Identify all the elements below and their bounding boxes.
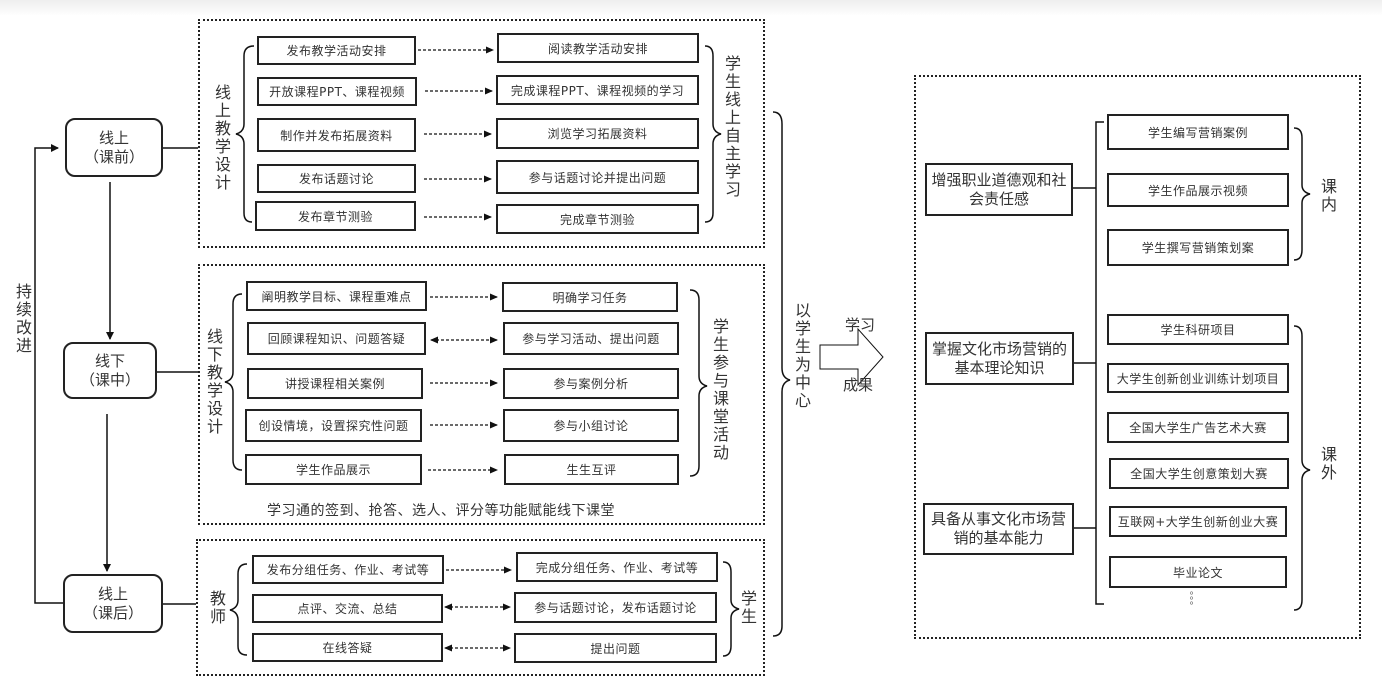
pre-student-item: 参与话题讨论并提出问题 — [496, 160, 699, 194]
panel-outcomes — [914, 75, 1361, 639]
top-shade — [0, 0, 1382, 16]
panel-in-student-label: 学生参与课堂活动 — [710, 318, 729, 462]
goal-box: 增强职业道德观和社会责任感 — [925, 163, 1073, 216]
big-arrow-bottom-label: 成果 — [843, 376, 874, 394]
in-teacher-item: 讲授课程相关案例 — [247, 368, 423, 399]
more-items-ellipsis: 。。。 — [1181, 591, 1192, 611]
in-class-label: 课内 — [1318, 178, 1337, 214]
in-class-item: 学生作品展示视频 — [1107, 173, 1289, 207]
out-class-item: 学生科研项目 — [1107, 314, 1289, 345]
goal-box: 具备从事文化市场营销的基本能力 — [923, 503, 1074, 555]
brace-in-teacher — [224, 293, 243, 471]
pre-student-item: 浏览学习拓展资料 — [496, 118, 699, 149]
out-class-item: 全国大学生创意策划大赛 — [1109, 458, 1289, 489]
panel-in-caption: 学习通的签到、抢答、选人、评分等功能赋能线下课堂 — [267, 503, 615, 519]
post-teacher-item: 点评、交流、总结 — [252, 594, 443, 623]
in-teacher-item: 学生作品展示 — [245, 454, 422, 485]
big-arrow-top-label: 学习 — [845, 316, 876, 334]
post-student-item: 提出问题 — [514, 633, 717, 663]
brace-center — [772, 111, 791, 637]
brace-out-class — [1293, 325, 1311, 611]
in-teacher-item: 回顾课程知识、问题答疑 — [247, 322, 426, 355]
pre-teacher-item: 开放课程PPT、课程视频 — [257, 77, 417, 106]
panel-pre-class — [198, 19, 765, 248]
panel-post-class — [196, 539, 765, 676]
brace-post-teacher — [229, 563, 248, 656]
pre-student-item: 阅读教学活动安排 — [497, 33, 699, 63]
brace-pre-teacher — [235, 45, 255, 223]
out-class-label: 课外 — [1318, 446, 1337, 482]
phase-post-class: 线上 （课后） — [63, 574, 163, 633]
phase-post-class-line2: （课后） — [82, 603, 143, 622]
panel-in-teacher-label: 线下教学设计 — [204, 328, 223, 436]
phase-pre-class: 线上 （课前） — [65, 118, 163, 177]
pre-teacher-item: 发布话题讨论 — [257, 164, 416, 193]
phase-post-class-line1: 线上 — [97, 584, 128, 603]
panel-post-teacher-label: 教师 — [207, 590, 226, 626]
panel-post-student-label: 学生 — [738, 590, 757, 626]
phase-in-class-line1: 线下 — [94, 351, 125, 370]
out-class-item: 全国大学生广告艺术大赛 — [1107, 412, 1289, 443]
panel-pre-student-label: 学生线上自主学习 — [722, 55, 741, 199]
brace-in-student — [689, 289, 708, 477]
pre-teacher-item: 制作并发布拓展资料 — [257, 118, 416, 152]
pre-student-item: 完成章节测验 — [496, 204, 699, 234]
in-class-item: 学生编写营销案例 — [1107, 114, 1289, 150]
post-student-item: 完成分组任务、作业、考试等 — [516, 552, 718, 582]
phase-in-class: 线下 （课中） — [63, 342, 157, 399]
pre-student-item: 完成课程PPT、课程视频的学习 — [496, 75, 699, 105]
pre-teacher-item: 发布章节测验 — [255, 201, 416, 231]
out-class-item: 互联网+大学生创新创业大赛 — [1109, 506, 1287, 537]
in-student-item: 参与学习活动、提出问题 — [503, 322, 679, 355]
pre-teacher-item: 发布教学活动安排 — [257, 36, 416, 65]
big-arrow-icon — [819, 327, 884, 387]
post-teacher-item: 在线答疑 — [252, 633, 443, 662]
panel-pre-teacher-label: 线上教学设计 — [212, 84, 231, 192]
in-class-item: 学生撰写营销策划案 — [1107, 229, 1289, 266]
phase-pre-class-line1: 线上 — [98, 128, 129, 147]
in-student-item: 明确学习任务 — [502, 282, 678, 312]
in-student-item: 参与案例分析 — [503, 368, 679, 399]
post-student-item: 参与话题讨论，发布话题讨论 — [514, 592, 717, 623]
brace-in-class — [1293, 127, 1311, 261]
panel-in-class — [198, 264, 765, 525]
goal-box: 掌握文化市场营销的基本理论知识 — [925, 332, 1074, 385]
in-student-item: 参与小组讨论 — [503, 409, 679, 442]
brace-pre-student — [704, 45, 722, 223]
phase-pre-class-line2: （课前） — [83, 147, 144, 166]
in-teacher-item: 创设情境，设置探究性问题 — [245, 409, 422, 442]
center-label: 以学生为中心 — [792, 302, 811, 410]
in-teacher-item: 阐明教学目标、课程重难点 — [246, 281, 427, 311]
out-class-item: 毕业论文 — [1109, 556, 1287, 588]
loop-label: 持续改进 — [13, 283, 32, 355]
out-class-item: 大学生创新创业训练计划项目 — [1107, 363, 1289, 393]
in-student-item: 生生互评 — [504, 454, 679, 485]
brace-post-student — [722, 561, 740, 657]
post-teacher-item: 发布分组任务、作业、考试等 — [252, 555, 444, 584]
phase-in-class-line2: （课中） — [79, 370, 140, 389]
